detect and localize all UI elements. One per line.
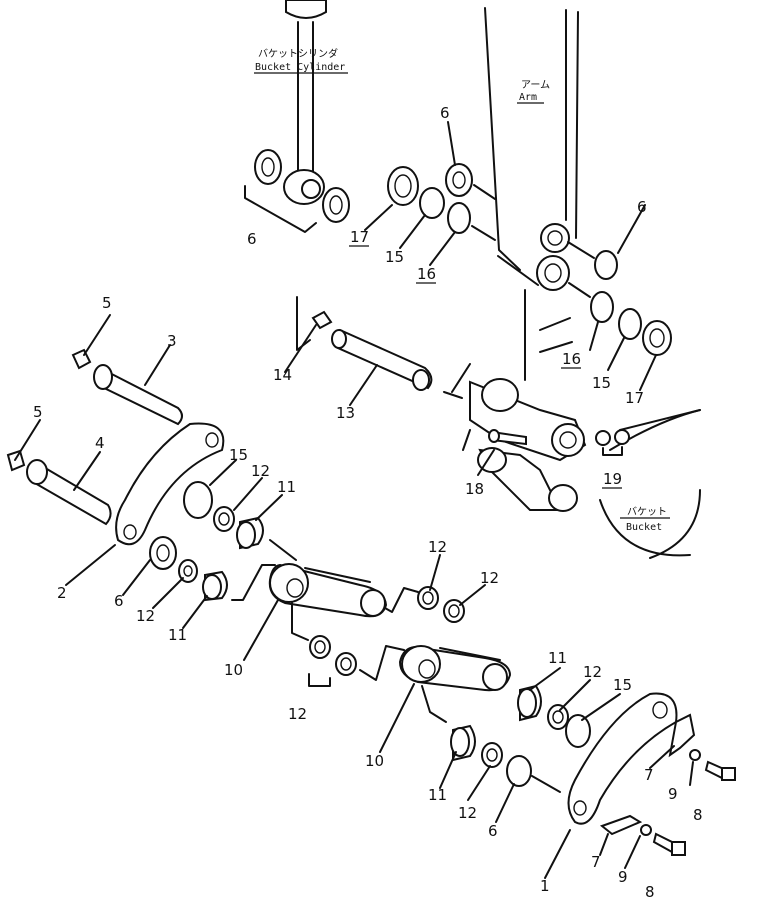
washer-9-lower [640,824,652,836]
callout-13: 13 [336,404,355,422]
callout-5-b: 5 [33,403,43,421]
washer-9-upper [689,749,701,761]
callout-15-d: 15 [613,676,632,694]
label-bucket-cylinder-en: Bucket Cylinder [255,62,345,73]
callout-7-a: 7 [644,766,654,784]
arm [484,7,579,381]
shim-6-top [445,163,473,197]
seal-12-b [178,559,198,583]
shim-6-left-a [254,149,282,185]
pin-3 [93,364,183,426]
oring-16-top [447,202,471,234]
callout-5-a: 5 [102,294,112,312]
callout-3: 3 [167,332,177,350]
grease-fitting-14 [311,310,333,330]
callout-15-b: 15 [385,248,404,266]
seal-12-e [309,635,331,659]
seal-12-d [443,599,465,623]
callout-11-b: 11 [168,626,187,644]
seal-12-h [481,742,503,768]
label-bucket-cylinder-jp: バケットシリンダ [258,47,338,60]
bolt-8-upper [704,760,736,781]
callout-4: 4 [95,434,105,452]
nut-19-b [614,429,630,445]
callout-14: 14 [273,366,292,384]
callout-12-e: 12 [288,705,307,723]
link-10-lower [398,645,512,692]
shim-15-top [419,187,445,219]
shim-17-right [642,320,672,356]
callout-10-b: 10 [365,752,384,770]
callout-6-a: 6 [247,230,257,248]
shim-15-left [183,481,213,519]
callout-6-e: 6 [488,822,498,840]
callout-9-a: 9 [668,785,678,803]
callout-18: 18 [465,480,484,498]
grease-fitting-5-bottom [6,449,26,472]
callout-15-a: 15 [229,446,248,464]
callout-19: 19 [603,470,622,488]
shim-15-right [618,308,642,340]
leader-lines [14,121,694,879]
callout-10-a: 10 [224,661,243,679]
pin-13 [331,328,433,391]
shim-6-lower-left [149,536,177,570]
callout-8-a: 8 [693,806,703,824]
seal-12-f [335,652,357,676]
shim-17-top [387,166,419,206]
bolt-8-lower [652,832,686,856]
shim-6-lower-right [506,755,532,787]
callout-6-b: 6 [440,104,450,122]
callout-12-c: 12 [428,538,447,556]
label-arm-jp: アーム [521,79,550,91]
link-plate-2 [115,422,225,546]
lock-plate-7-lower [599,814,643,836]
label-bucket-jp: バケット [627,506,667,518]
oring-16-right [590,291,614,323]
callout-17-a: 17 [350,228,369,246]
callout-11-c: 11 [548,649,567,667]
callout-15-c: 15 [592,374,611,392]
pin-4 [26,459,112,526]
callout-12-f: 12 [583,663,602,681]
label-arm-en: Arm [519,92,537,103]
callout-8-b: 8 [645,883,655,901]
label-bucket-en: Bucket [626,522,662,533]
callout-1: 1 [540,877,550,895]
callout-9-b: 9 [618,868,628,886]
seal-12-c [417,586,439,610]
callout-6-d: 6 [114,592,124,610]
callout-12-a: 12 [251,462,270,480]
seal-12-a [213,506,235,532]
callout-12-g: 12 [458,804,477,822]
callout-17-b: 17 [625,389,644,407]
bolt-18 [488,429,527,446]
callout-12-d: 12 [480,569,499,587]
nut-19-a [595,430,611,446]
shim-15-lower-right [565,714,591,748]
bucket-cylinder [283,0,327,205]
callout-16-b: 16 [562,350,581,368]
grease-fitting-5-top [71,348,92,370]
callout-7-b: 7 [591,853,601,871]
shim-6-left-b [322,187,350,223]
callout-12-b: 12 [136,607,155,625]
bucket-bracket [451,317,701,559]
shim-6-right [594,250,618,280]
callout-6-c: 6 [637,198,647,216]
callout-11-d: 11 [428,786,447,804]
callout-16-a: 16 [417,265,436,283]
seal-12-g [547,704,569,730]
link-10-upper [268,563,388,618]
callout-2: 2 [57,584,67,602]
callout-11-a: 11 [277,478,296,496]
